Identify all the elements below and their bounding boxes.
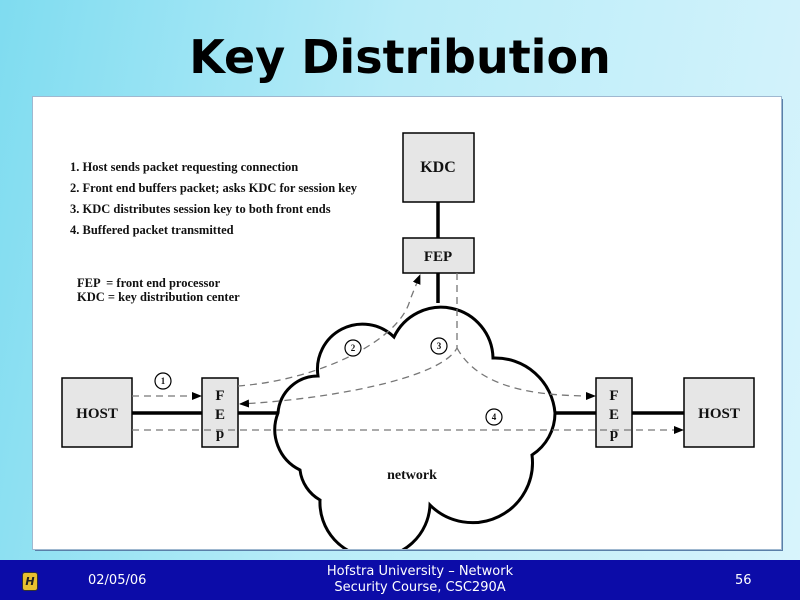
fep-letter: E bbox=[609, 407, 619, 423]
step-marker-4: 4 bbox=[492, 412, 497, 422]
legend-kdc: KDC = key distribution center bbox=[77, 290, 240, 304]
flow-3-left-arrow bbox=[239, 273, 458, 408]
hofstra-logo-icon: H bbox=[22, 572, 38, 591]
step-marker-1: 1 bbox=[161, 376, 166, 386]
step-4: 4. Buffered packet transmitted bbox=[70, 223, 234, 237]
fep-top-box: FEP bbox=[402, 237, 475, 274]
host-left-box: HOST bbox=[61, 377, 133, 448]
network-cloud bbox=[273, 305, 557, 559]
kdc-label: KDC bbox=[420, 159, 456, 176]
host-right-label: HOST bbox=[698, 406, 740, 422]
fep-letter: E bbox=[215, 407, 225, 423]
step-3: 3. KDC distributes session key to both f… bbox=[70, 202, 331, 216]
network-label: network bbox=[387, 468, 437, 483]
footer-date: 02/05/06 bbox=[88, 573, 147, 588]
legend: FEP = front end processor KDC = key dist… bbox=[77, 276, 240, 304]
host-right-box: HOST bbox=[683, 377, 755, 448]
step-2: 2. Front end buffers packet; asks KDC fo… bbox=[70, 181, 358, 195]
steps-list: 1. Host sends packet requesting connecti… bbox=[70, 160, 358, 237]
slide-title: Key Distribution bbox=[189, 30, 611, 84]
step-marker-3: 3 bbox=[437, 341, 442, 351]
fep-letter: F bbox=[609, 388, 618, 404]
footer-course-line2: Security Course, CSC290A bbox=[334, 580, 506, 595]
step-1: 1. Host sends packet requesting connecti… bbox=[70, 160, 298, 174]
fep-letter: p bbox=[610, 426, 618, 442]
page-number: 56 bbox=[735, 573, 752, 588]
kdc-box: KDC bbox=[402, 132, 475, 203]
host-left-label: HOST bbox=[76, 406, 118, 422]
fep-label: FEP bbox=[424, 249, 452, 265]
legend-fep: FEP = front end processor bbox=[77, 276, 221, 290]
slide-footer: H 02/05/06 Hofstra University – Network … bbox=[0, 560, 800, 600]
fep-letter: F bbox=[215, 388, 224, 404]
key-distribution-diagram: 1. Host sends packet requesting connecti… bbox=[32, 96, 782, 559]
fep-right-box: F E p bbox=[595, 377, 633, 448]
step-marker-2: 2 bbox=[351, 343, 356, 353]
fep-left-box: F E p bbox=[201, 377, 239, 448]
flow-3-right-arrow bbox=[456, 347, 596, 400]
footer-course: Hofstra University – Network Security Co… bbox=[300, 564, 540, 596]
fep-letter: p bbox=[216, 426, 224, 442]
footer-course-line1: Hofstra University – Network bbox=[326, 564, 514, 579]
